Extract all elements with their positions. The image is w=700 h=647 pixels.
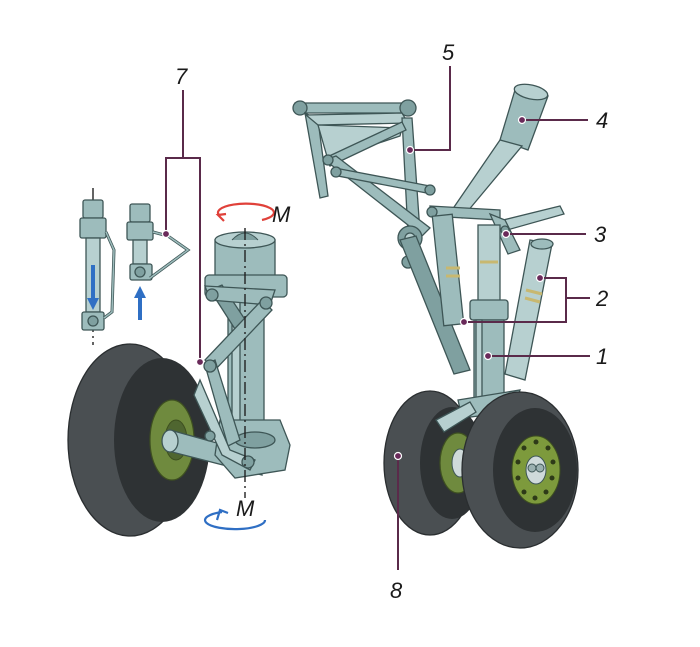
leaders-right xyxy=(393,66,590,570)
label-7: 7 xyxy=(175,64,188,89)
compressed-cylinder-schematic xyxy=(79,188,116,345)
label-1: 1 xyxy=(596,344,608,369)
label-5: 5 xyxy=(442,40,455,65)
label-8: 8 xyxy=(390,578,403,603)
left-strut xyxy=(193,228,291,498)
moment-label-top: M xyxy=(272,202,291,227)
retraction-actuator xyxy=(451,83,549,219)
moment-label-bottom: M xyxy=(236,496,255,521)
label-3: 3 xyxy=(594,222,607,247)
label-4: 4 xyxy=(596,108,608,133)
moment-arrow-top xyxy=(216,202,276,222)
moment-arrow-bottom xyxy=(203,510,267,531)
leader-7 xyxy=(165,157,201,362)
main-shock-strut xyxy=(431,213,554,419)
label-2: 2 xyxy=(595,286,608,311)
extended-cylinder-schematic xyxy=(126,203,191,320)
drag-strut xyxy=(399,235,471,375)
right-wheels xyxy=(383,390,579,549)
